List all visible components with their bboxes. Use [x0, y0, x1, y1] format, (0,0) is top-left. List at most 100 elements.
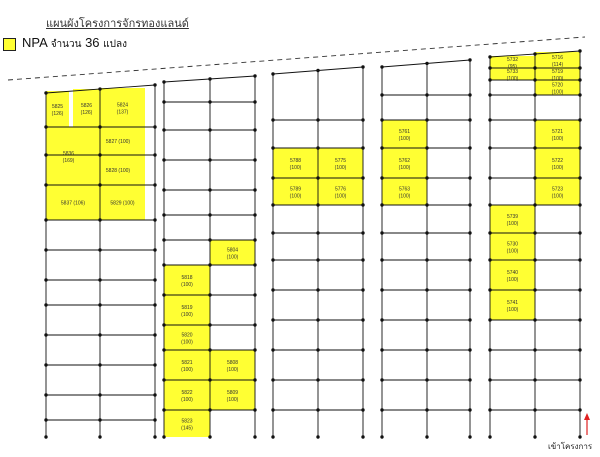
survey-point: [153, 393, 157, 397]
lot-area: (100): [181, 282, 193, 288]
survey-point: [468, 93, 472, 97]
entrance-arrow-icon: [584, 413, 590, 435]
survey-point: [316, 378, 320, 382]
survey-point: [162, 348, 166, 352]
survey-point: [361, 65, 365, 69]
survey-point: [361, 408, 365, 412]
lot-number: 5722: [552, 158, 563, 164]
lot-number: 5730: [507, 242, 518, 248]
survey-point: [316, 435, 320, 439]
survey-point: [316, 231, 320, 235]
survey-point: [98, 278, 102, 282]
survey-point: [468, 118, 472, 122]
npa-lot-5739: [490, 205, 535, 233]
lot-number: 5741: [507, 300, 518, 306]
lot-area: (126): [52, 111, 64, 117]
survey-point: [533, 348, 537, 352]
survey-point: [253, 74, 257, 78]
survey-point: [468, 435, 472, 439]
survey-point: [253, 263, 257, 267]
survey-point: [208, 128, 212, 132]
survey-point: [153, 333, 157, 337]
lot-area: (100): [507, 277, 519, 283]
lot-number: 5836: [63, 151, 74, 157]
survey-point: [533, 118, 537, 122]
survey-point: [162, 213, 166, 217]
survey-point: [162, 80, 166, 84]
survey-point: [425, 318, 429, 322]
survey-point: [533, 146, 537, 150]
lot-number: 5733: [507, 69, 518, 75]
legend-count-text: จำนวน: [50, 39, 82, 50]
lot-number: 5775: [335, 158, 346, 164]
npa-lot-5788: [273, 148, 318, 178]
survey-point: [488, 93, 492, 97]
lot-area: (100): [552, 194, 564, 200]
survey-point: [208, 100, 212, 104]
lot-area: (100): [227, 255, 239, 261]
survey-point: [361, 258, 365, 262]
lot-number: 5828 (100): [106, 168, 131, 174]
survey-point: [271, 231, 275, 235]
survey-point: [533, 258, 537, 262]
survey-point: [316, 408, 320, 412]
survey-point: [380, 93, 384, 97]
survey-point: [533, 378, 537, 382]
survey-point: [533, 52, 537, 56]
survey-point: [380, 146, 384, 150]
survey-point: [208, 435, 212, 439]
npa-lot-5733: [490, 68, 535, 80]
survey-point: [208, 408, 212, 412]
legend: NPA จำนวน 36 แปลง: [22, 35, 127, 52]
survey-point: [468, 203, 472, 207]
npa-lot-5804: [210, 240, 255, 265]
survey-point: [316, 146, 320, 150]
survey-point: [253, 100, 257, 104]
survey-point: [208, 188, 212, 192]
survey-point: [488, 118, 492, 122]
survey-point: [253, 158, 257, 162]
survey-point: [271, 288, 275, 292]
survey-point: [425, 203, 429, 207]
lot-number: 5818: [181, 275, 192, 281]
survey-point: [488, 78, 492, 82]
npa-lot-5762: [382, 148, 427, 178]
survey-point: [578, 378, 582, 382]
survey-point: [380, 176, 384, 180]
survey-point: [208, 77, 212, 81]
lot-area: (100): [507, 307, 519, 313]
survey-point: [488, 146, 492, 150]
npa-lot-5723: [535, 178, 580, 205]
legend-swatch: [3, 38, 16, 51]
lot-area: (100): [552, 90, 564, 96]
lot-number: 5763: [399, 187, 410, 193]
survey-point: [153, 303, 157, 307]
survey-point: [468, 146, 472, 150]
survey-point: [162, 293, 166, 297]
lot-number: 5761: [399, 129, 410, 135]
survey-point: [162, 263, 166, 267]
survey-point: [533, 318, 537, 322]
lot-number: 5721: [552, 129, 563, 135]
survey-point: [488, 258, 492, 262]
lot-number: 5732: [507, 57, 518, 63]
legend-unit: แปลง: [103, 39, 127, 50]
npa-lot-5716: [535, 52, 580, 68]
npa-lot-5719: [535, 68, 580, 80]
survey-point: [380, 288, 384, 292]
survey-point: [44, 248, 48, 252]
survey-point: [361, 118, 365, 122]
lot-number: 5827 (100): [106, 139, 131, 145]
lot-number: 5822: [181, 390, 192, 396]
survey-point: [44, 363, 48, 367]
survey-point: [253, 293, 257, 297]
lot-area: (100): [335, 194, 347, 200]
survey-point: [533, 93, 537, 97]
survey-point: [44, 183, 48, 187]
survey-point: [380, 231, 384, 235]
lot-area: (100): [399, 165, 411, 171]
survey-point: [578, 146, 582, 150]
survey-point: [488, 55, 492, 59]
npa-lot-5741: [490, 290, 535, 320]
survey-point: [533, 203, 537, 207]
